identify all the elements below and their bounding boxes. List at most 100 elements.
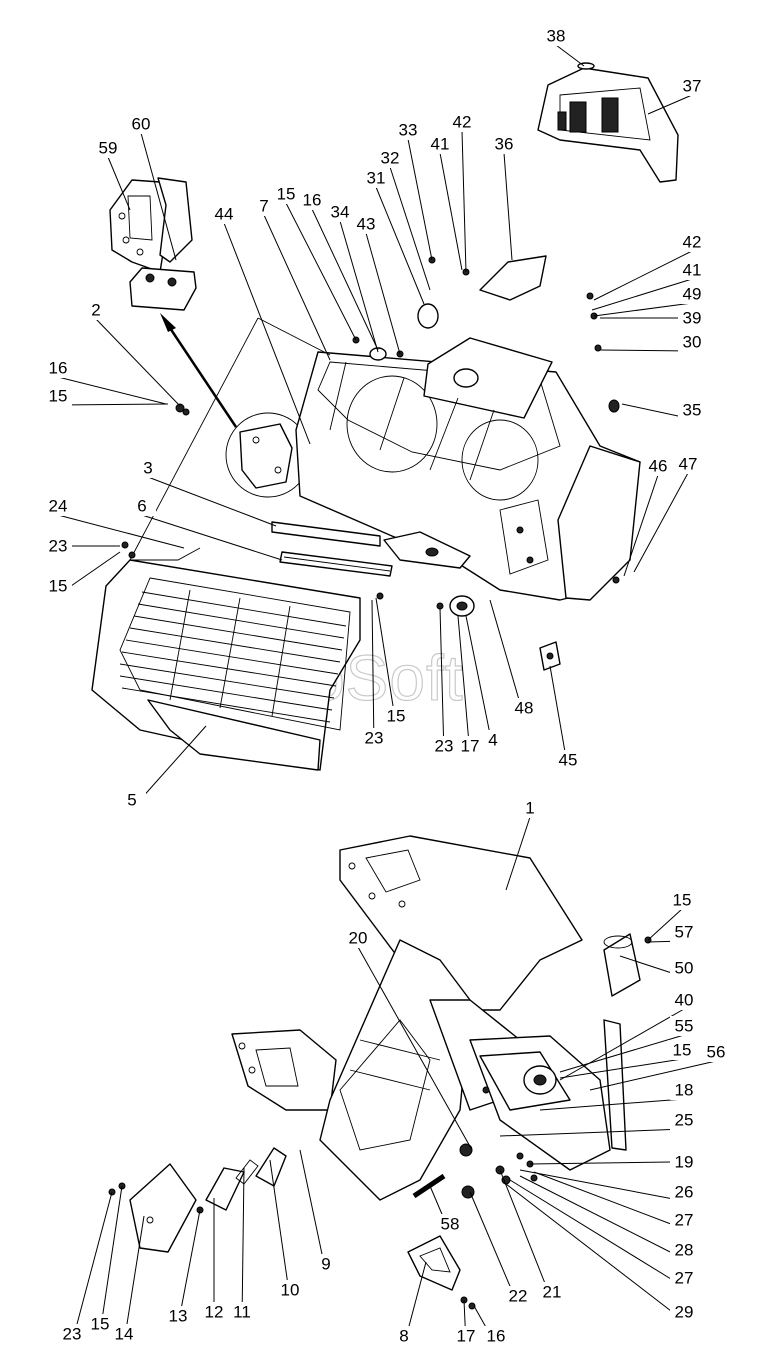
callout-c43: 43 [357, 215, 376, 234]
leader-line-c27a [533, 1171, 685, 1230]
callout-bg-c27b [670, 1268, 698, 1288]
leader-line-c23b [371, 599, 375, 748]
callout-bg-c34 [326, 202, 354, 222]
leader-line-c4 [465, 615, 494, 750]
callout-c58: 58 [441, 1215, 460, 1234]
callout-bg-c38 [542, 26, 570, 46]
part-1-plate [339, 835, 583, 1011]
callout-c44: 44 [215, 205, 234, 224]
callout-c15e: 15 [673, 891, 692, 910]
callout-c41b: 41 [683, 261, 702, 280]
right-panel [469, 1019, 627, 1171]
leader-line-c9 [299, 1149, 327, 1274]
callout-c10: 10 [281, 1281, 300, 1300]
leader-line-c26 [519, 1169, 685, 1202]
part-37-cover [537, 62, 679, 183]
leader-line-c23d [71, 1191, 113, 1344]
leader-line-c60 [140, 132, 177, 261]
callout-bg-c13 [164, 1306, 192, 1326]
callout-bg-c26 [670, 1182, 698, 1202]
callout-bg-c15d [382, 706, 410, 726]
leader-line-c43 [365, 232, 401, 355]
callout-bg-c40 [670, 990, 698, 1010]
part-59-60-bracket [109, 177, 197, 311]
part-58-rod [412, 1173, 446, 1199]
callout-bg-c16c [482, 1326, 510, 1346]
callout-bg-c19 [670, 1152, 698, 1172]
upper-frame [295, 255, 641, 601]
callout-c31: 31 [367, 169, 386, 188]
callout-c25: 25 [675, 1111, 694, 1130]
callout-bg-c4 [479, 730, 507, 750]
leader-line-c19 [529, 1161, 671, 1165]
callout-c37: 37 [683, 77, 702, 96]
callout-bg-c8 [390, 1326, 418, 1346]
callout-c40: 40 [675, 991, 694, 1010]
callout-c22: 22 [509, 1287, 528, 1306]
leader-line-c7 [263, 214, 331, 361]
leader-line-c34 [339, 220, 379, 353]
callout-c17a: 17 [461, 737, 480, 756]
callout-bg-c28 [670, 1240, 698, 1260]
callout-bg-c11 [228, 1302, 256, 1322]
callout-c18: 18 [675, 1081, 694, 1100]
callout-bg-c59 [94, 138, 122, 158]
detail-arrow [160, 313, 238, 428]
callout-bg-c39 [678, 308, 706, 328]
leader-line-c29 [505, 1183, 685, 1322]
callout-c47: 47 [679, 455, 698, 474]
leader-line-c25 [499, 1128, 685, 1137]
callout-bg-c23c [430, 736, 458, 756]
callout-bg-c18 [670, 1080, 698, 1100]
callout-bg-c27a [670, 1210, 698, 1230]
callout-bg-c15g [86, 1314, 114, 1334]
leader-line-c18 [539, 1098, 685, 1111]
part-8-bracket [407, 1235, 461, 1291]
callout-bg-c30 [678, 332, 706, 352]
parts-10-11-12 [205, 1147, 287, 1211]
callout-c42a: 42 [453, 113, 472, 132]
callout-c38: 38 [547, 27, 566, 46]
callout-bg-c50 [670, 958, 698, 978]
callout-bg-c43 [352, 214, 380, 234]
leader-line-c46 [623, 474, 659, 577]
callout-bg-c41b [678, 260, 706, 280]
callout-bg-c44 [210, 204, 238, 224]
callout-bg-c41a [426, 134, 454, 154]
callout-c15f: 15 [673, 1041, 692, 1060]
leader-line-c14 [123, 1215, 145, 1344]
callout-bg-c15e [668, 890, 696, 910]
part-50-sleeve [603, 933, 641, 997]
callout-bg-c3 [134, 458, 162, 478]
leader-line-c47 [633, 472, 689, 573]
callout-bg-c9 [312, 1254, 340, 1274]
leader-line-c15e [647, 908, 683, 941]
callout-c15c: 15 [49, 577, 68, 596]
callout-bg-c47 [674, 454, 702, 474]
leader-line-c3 [147, 476, 277, 527]
leader-line-c59 [107, 156, 131, 211]
callout-c14: 14 [115, 1325, 134, 1344]
leader-line-c16a [311, 208, 379, 351]
callout-bg-c6 [128, 496, 156, 516]
callout-c36: 36 [495, 135, 514, 154]
leader-line-c36 [503, 152, 513, 261]
callout-bg-c35 [678, 400, 706, 420]
callout-bg-c23d [58, 1324, 86, 1344]
callout-bg-c14 [110, 1324, 138, 1344]
callout-c28: 28 [675, 1241, 694, 1260]
callout-c21: 21 [543, 1283, 562, 1302]
callout-bg-c48 [510, 698, 538, 718]
callout-c20: 20 [349, 929, 368, 948]
callout-c7: 7 [259, 197, 268, 216]
callout-c15g: 15 [91, 1315, 110, 1334]
leader-line-c15f [559, 1058, 683, 1079]
callout-bg-c21 [538, 1282, 566, 1302]
callout-c5: 5 [127, 791, 136, 810]
leader-line-c17a [457, 615, 471, 756]
callout-bg-c20 [344, 928, 372, 948]
assembly-outlines [129, 317, 331, 561]
